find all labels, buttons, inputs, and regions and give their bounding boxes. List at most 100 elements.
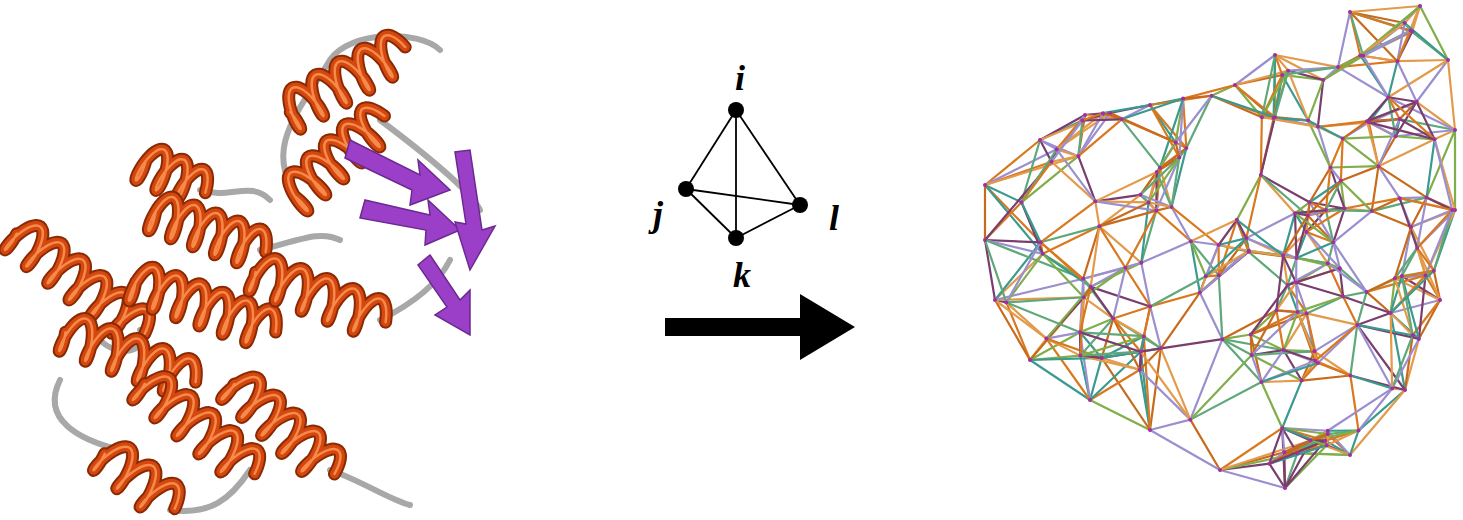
alpha-helix [249,259,386,332]
network-edge [1030,332,1080,360]
network-vertex [1361,54,1365,58]
network-vertex [1093,199,1097,203]
alpha-helices [5,35,405,509]
network-edge [1372,166,1379,211]
network-vertex [1446,58,1450,62]
network-edge [1275,55,1338,67]
network-vertex [1081,277,1085,281]
network-vertex [1267,462,1271,466]
network-vertex [1417,337,1421,341]
network-edge [1343,136,1396,138]
network-edge [1082,113,1103,120]
network-vertex [1088,398,1092,402]
network-edge [1006,302,1046,338]
network-vertex [1076,154,1080,158]
vertex-label: l [829,200,839,236]
network-vertex [1325,443,1329,447]
network-edge [1315,361,1350,376]
network-edge [1078,119,1121,156]
network-edge [1341,181,1372,211]
network-edge [1296,282,1298,311]
network-vertex [1296,310,1300,314]
network-vertex [1341,137,1345,141]
network-vertex [1403,21,1407,25]
helix-highlight [93,447,179,509]
network-edge [1022,149,1057,202]
network-vertex [1313,359,1317,363]
network-edge [1330,167,1340,180]
network-edge [1102,358,1150,430]
network-edge [1252,312,1298,355]
network-edge [1315,325,1357,361]
network-edge [1435,139,1455,210]
network-vertex [1328,165,1332,169]
network-vertex [1390,386,1394,390]
network-vertex [1400,274,1404,278]
network-edge [1190,339,1222,419]
protein-ribbon [0,0,500,520]
network-edge [1357,325,1412,335]
network-vertex [1283,486,1287,490]
tetrahedron-edges [686,110,800,238]
network-vertex [1218,468,1222,472]
network-vertex [1294,256,1298,260]
network-vertex [1357,429,1361,433]
network-edge [1360,6,1420,55]
network-vertex [1433,137,1437,141]
network-edge [1344,198,1399,208]
network-edge [1052,121,1083,162]
network-vertex [1123,266,1127,270]
network-edge [1343,297,1357,325]
network-vertex [1177,156,1181,160]
network-edge [1417,60,1448,102]
network-edge [1338,12,1350,67]
network-vertex [1244,236,1248,240]
network-edge [1080,332,1141,351]
network-vertex [1108,111,1112,115]
network-edge [1122,99,1183,120]
network-edge [1395,227,1411,278]
network-vertex [1082,295,1086,299]
network-vertex [1365,119,1369,123]
network-vertex [1348,10,1352,14]
network-edge [1090,370,1140,400]
network-vertex [1148,304,1152,308]
network-edge [1099,226,1141,263]
network-edge [1150,276,1206,306]
network-edge [1099,211,1156,227]
network-vertex [1148,103,1152,107]
network-edge [1448,60,1455,130]
network-edge [1172,148,1187,207]
helix-body [249,259,386,332]
network-vertex [1348,374,1352,378]
network-vertex [1282,348,1286,352]
network-edge [1030,297,1084,360]
network-edge [1149,158,1180,203]
network-edge [1262,71,1288,118]
network-vertex [1120,117,1124,121]
network-vertex [1142,334,1146,338]
network-vertex [1044,337,1048,341]
network-edge [1095,201,1099,226]
network-edge [1328,263,1367,292]
network-edge [1220,440,1311,470]
network-vertex [1306,213,1310,217]
network-vertex [1259,173,1263,177]
helix-body [93,447,179,509]
coil-loop [330,470,410,505]
coil-loop [55,380,120,450]
network-edge [1308,80,1323,120]
network-vertex [1188,418,1192,422]
network-edge [1435,139,1453,210]
network-edge [1391,271,1434,313]
network-edge [1191,241,1206,276]
network-edge [1141,336,1144,351]
network-vertex [1323,439,1327,443]
network-vertex [1004,300,1008,304]
network-edge [1391,313,1393,388]
network-vertex [1295,451,1299,455]
network-edge [1369,122,1435,139]
network-edge [1350,376,1358,431]
network-vertex [1282,450,1286,454]
beta-strands [345,140,495,335]
